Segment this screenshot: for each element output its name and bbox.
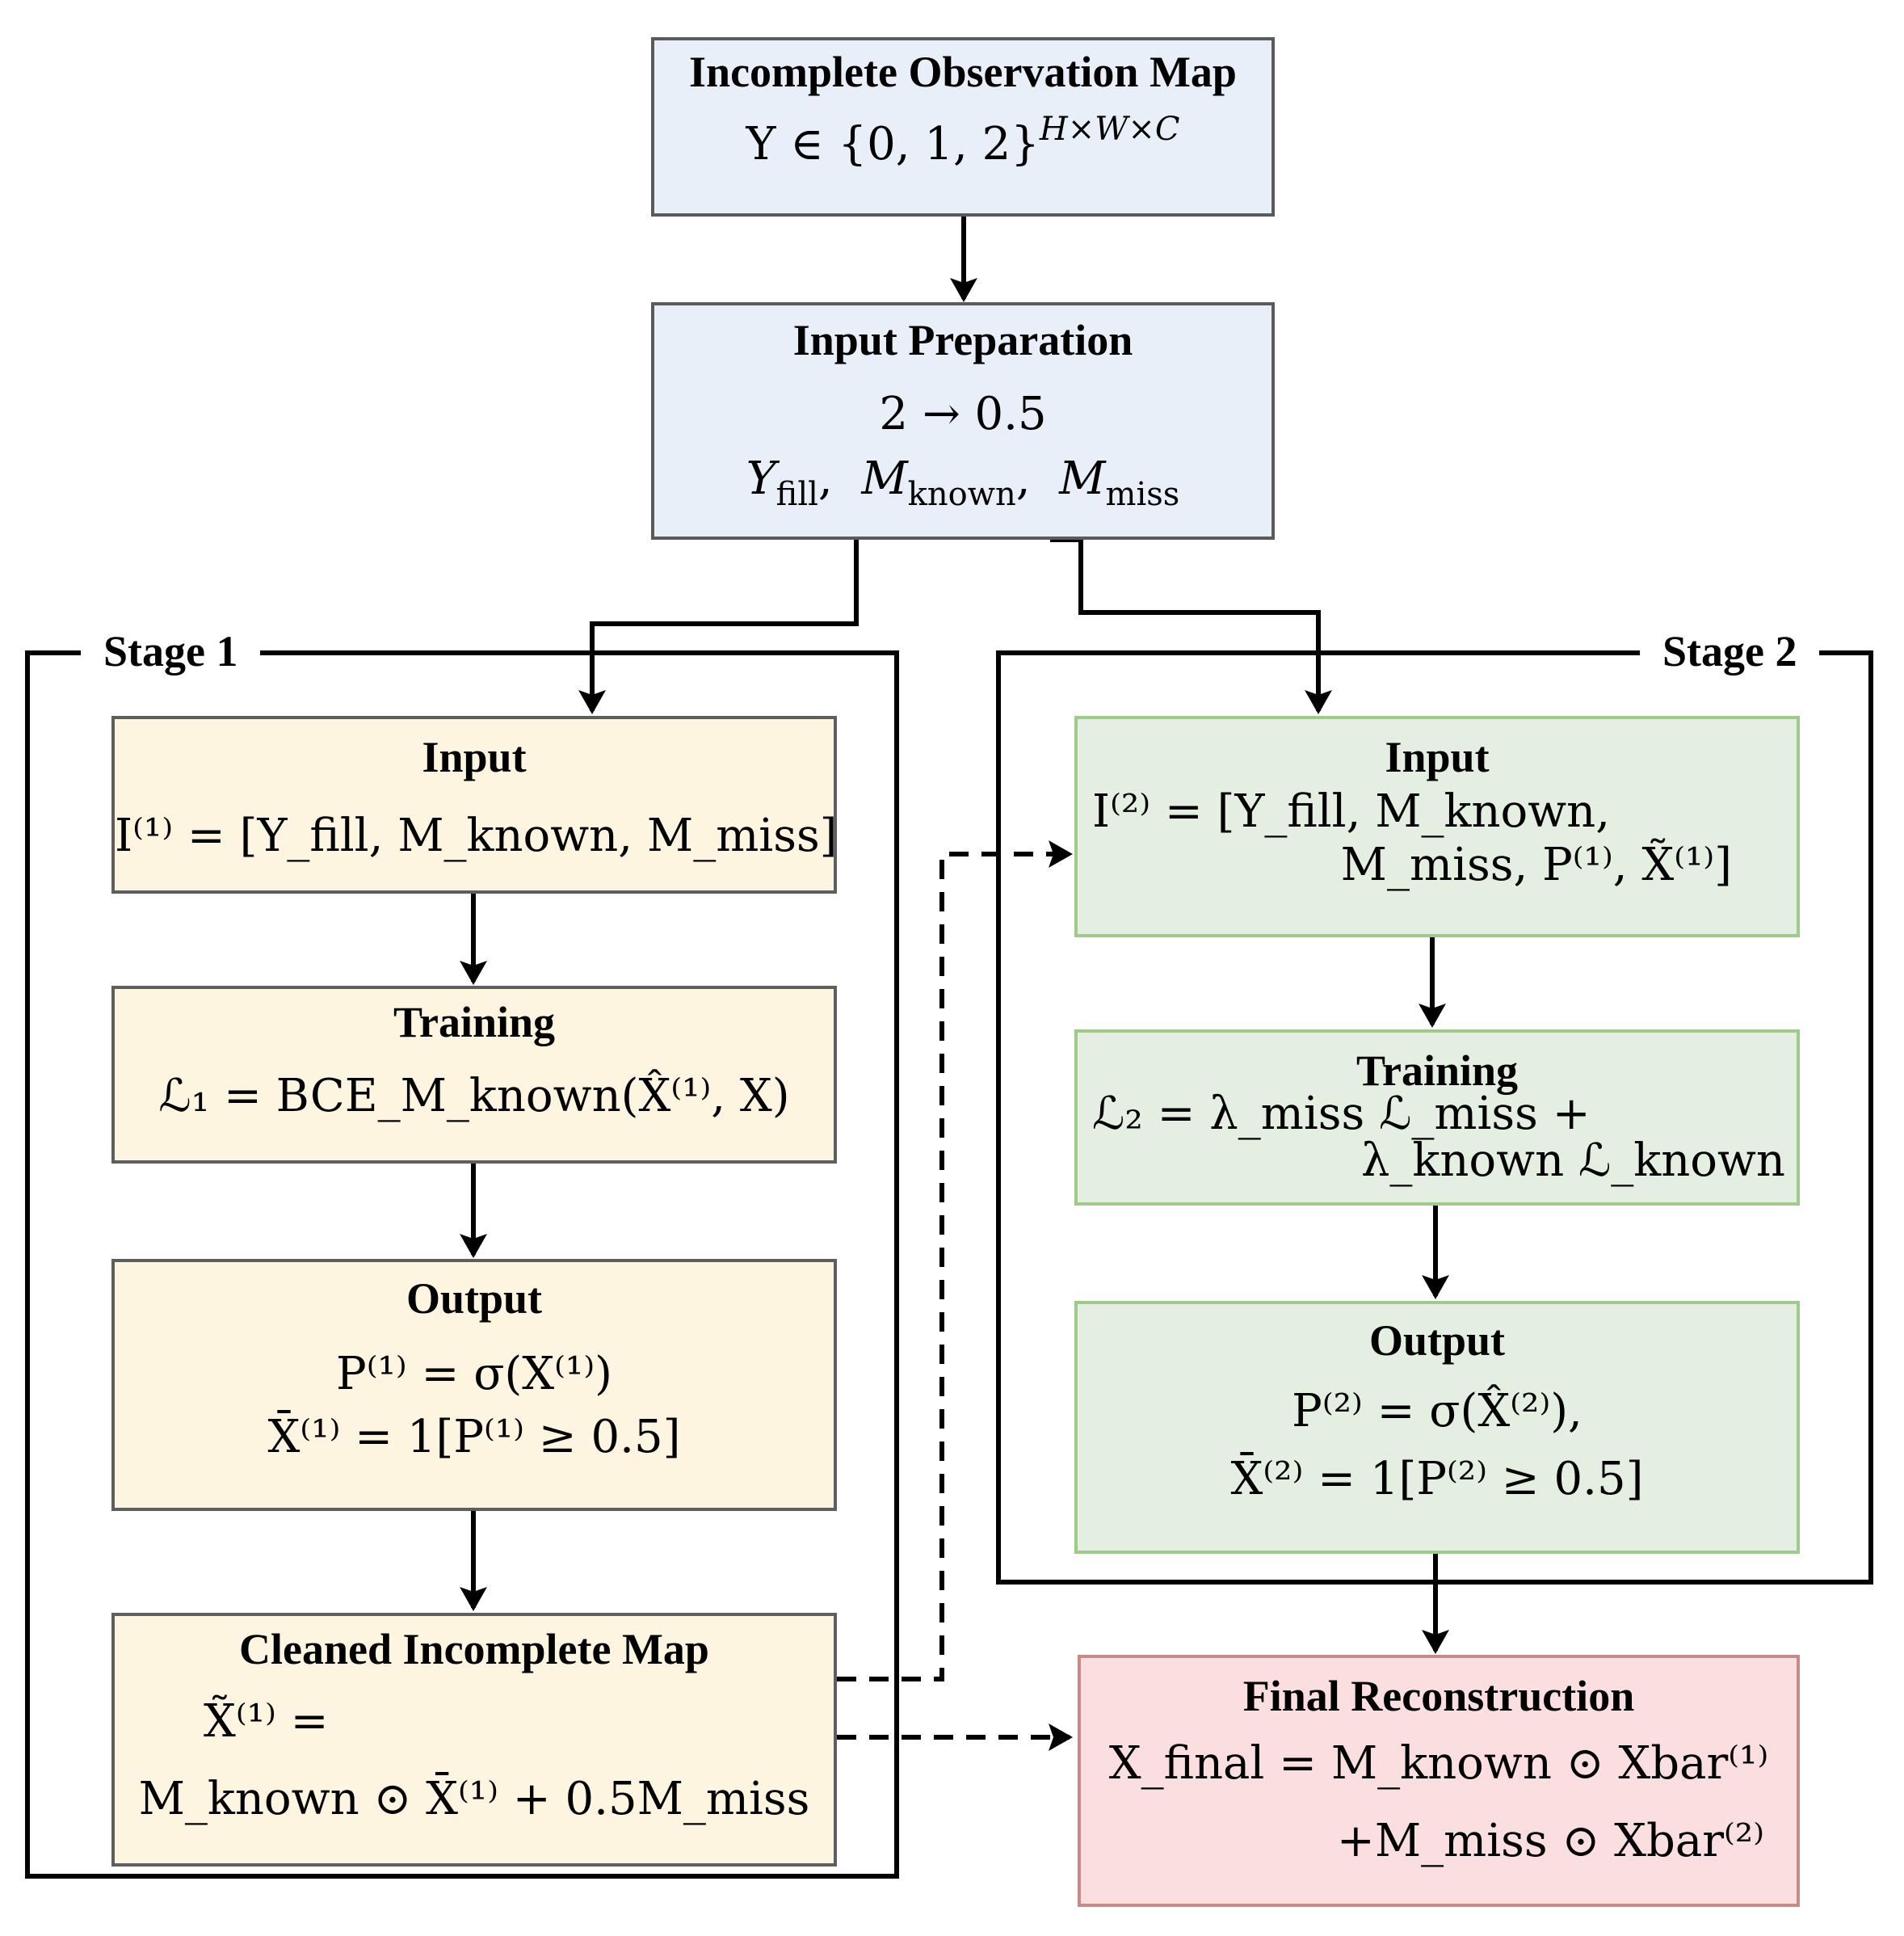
stage2-training-line2: λ_known ℒ_known xyxy=(1360,1134,1785,1187)
arrow-preparation-to-stage2-input xyxy=(1050,537,1332,714)
stage2-input-box: Input I⁽²⁾ = [Y_fill, M_known, M_miss, P… xyxy=(1074,716,1800,937)
stage1-input-formula: I⁽¹⁾ = [Y_fill, M_known, M_miss] xyxy=(115,810,838,862)
stage1-training-title: Training xyxy=(393,998,556,1046)
input-preparation-title: Input Preparation xyxy=(792,316,1133,364)
stage2-input-line1: I⁽²⁾ = [Y_fill, M_known, xyxy=(1092,785,1611,838)
stage2-output-title: Output xyxy=(1368,1316,1506,1365)
observation-formula-sup: H×W×C xyxy=(1039,111,1180,148)
input-preparation-line2: Yfill, Mknown, Mmiss xyxy=(746,452,1180,513)
stage1-output-line2: X̄⁽¹⁾ = 1[P⁽¹⁾ ≥ 0.5] xyxy=(267,1411,681,1463)
dashed-arrow-cleaned-to-s2-input xyxy=(837,840,1073,1681)
cleaned-map-line1: X̃⁽¹⁾ = xyxy=(204,1695,329,1748)
arrow-preparation-to-stage1-input xyxy=(578,540,859,714)
stage2-input-title: Input xyxy=(1385,733,1490,781)
stage2-label: Stage 2 xyxy=(1640,627,1820,675)
observation-formula-body: Y ∈ {0, 1, 2} xyxy=(746,118,1040,170)
input-preparation-box: Input Preparation 2 → 0.5 Yfill, Mknown,… xyxy=(651,302,1275,540)
stage1-output-title: Output xyxy=(406,1274,543,1323)
stage2-output-line2: X̄⁽²⁾ = 1[P⁽²⁾ ≥ 0.5] xyxy=(1230,1453,1644,1505)
cleaned-map-box: Cleaned Incomplete Map X̃⁽¹⁾ = M_known ⊙… xyxy=(111,1613,837,1867)
final-reconstruction-title: Final Reconstruction xyxy=(1242,1672,1635,1720)
stage2-training-line1: ℒ₂ = λ_miss ℒ_miss + xyxy=(1092,1088,1591,1140)
observation-map-title: Incomplete Observation Map xyxy=(689,48,1237,96)
final-reconstruction-line1: X_final = M_known ⊙ Xbar⁽¹⁾ xyxy=(1108,1737,1769,1790)
stage2-training-box: Training ℒ₂ = λ_miss ℒ_miss + λ_known ℒ_… xyxy=(1074,1029,1800,1206)
stage1-training-formula: ℒ₁ = BCE_M_known(X̂⁽¹⁾, X) xyxy=(158,1070,790,1122)
y-symbol: Y xyxy=(746,452,776,505)
m-known-symbol: M xyxy=(861,452,908,505)
stage1-label: Stage 1 xyxy=(81,627,261,675)
cleaned-map-title: Cleaned Incomplete Map xyxy=(239,1625,709,1673)
cleaned-map-line2: M_known ⊙ X̄⁽¹⁾ + 0.5M_miss xyxy=(138,1773,810,1825)
stage2-output-line1: P⁽²⁾ = σ(X̂⁽²⁾), xyxy=(1292,1385,1582,1437)
stage2-training-title: Training xyxy=(1355,1046,1519,1095)
observation-map-box: Incomplete Observation Map Y ∈ {0, 1, 2}… xyxy=(651,37,1275,217)
miss-subscript: miss xyxy=(1105,476,1180,513)
stage2-input-line2: M_miss, P⁽¹⁾, X̃⁽¹⁾] xyxy=(1340,839,1732,891)
final-reconstruction-box: Final Reconstruction X_final = M_known ⊙… xyxy=(1078,1655,1800,1907)
observation-map-formula: Y ∈ {0, 1, 2}H×W×C xyxy=(654,113,1271,171)
stage1-input-box: Input I⁽¹⁾ = [Y_fill, M_known, M_miss] xyxy=(111,716,838,894)
final-reconstruction-line2: +M_miss ⊙ Xbar⁽²⁾ xyxy=(1336,1815,1764,1867)
stage1-training-box: Training ℒ₁ = BCE_M_known(X̂⁽¹⁾, X) xyxy=(111,986,837,1164)
stage1-output-box: Output P⁽¹⁾ = σ(X⁽¹⁾) X̄⁽¹⁾ = 1[P⁽¹⁾ ≥ 0… xyxy=(111,1259,837,1511)
m-miss-symbol: M xyxy=(1059,452,1106,505)
known-subscript: known xyxy=(907,476,1016,513)
stage2-output-box: Output P⁽²⁾ = σ(X̂⁽²⁾), X̄⁽²⁾ = 1[P⁽²⁾ ≥… xyxy=(1074,1301,1800,1554)
fill-subscript: fill xyxy=(775,476,818,513)
stage1-input-title: Input xyxy=(422,733,527,781)
stage1-output-line1: P⁽¹⁾ = σ(X⁽¹⁾) xyxy=(336,1348,612,1400)
stage1-frame xyxy=(25,650,899,1879)
input-preparation-line1: 2 → 0.5 xyxy=(879,388,1047,440)
